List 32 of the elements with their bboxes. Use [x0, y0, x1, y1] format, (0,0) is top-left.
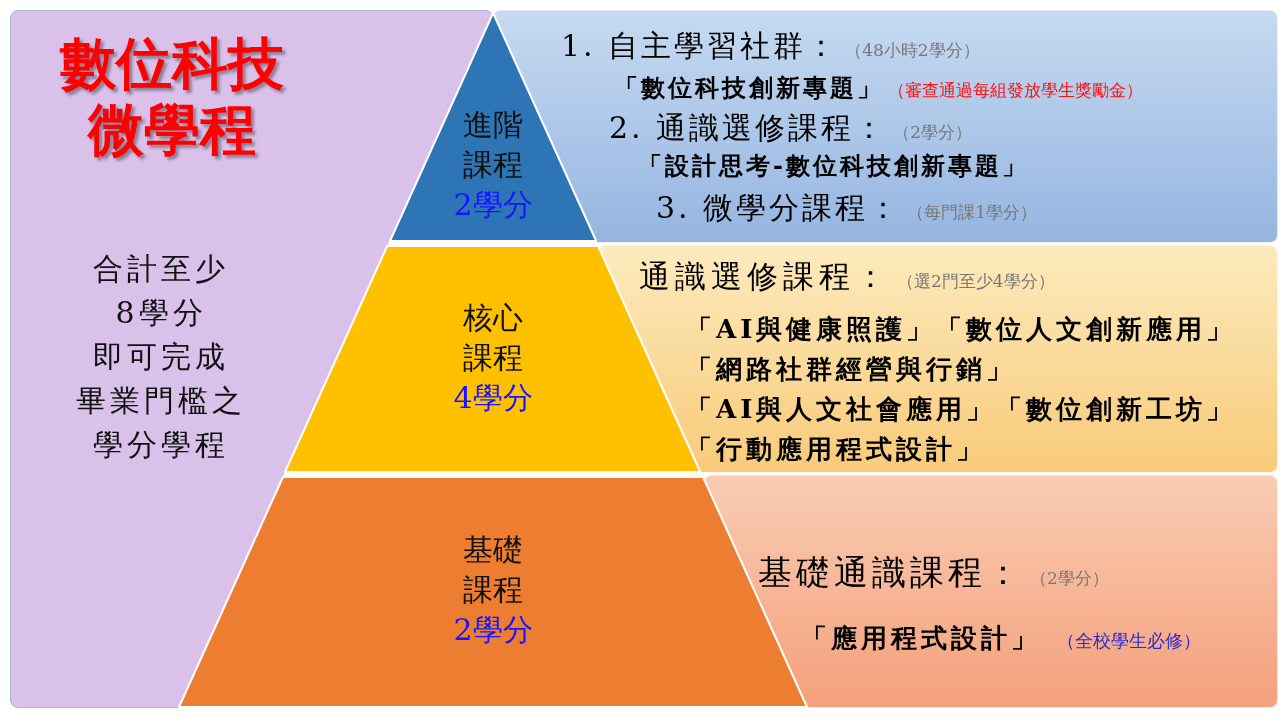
tier-name: 核心課程: [462, 299, 524, 377]
course-name: 「應用程式設計」: [801, 623, 1041, 653]
credit-note: （選2門至少4學分）: [897, 271, 1055, 291]
pyramid-tier: [388, 12, 598, 242]
note-text: （審查通過每組發放學生獎勵金）: [888, 80, 1143, 100]
course-name: 「數位科技創新專題」: [614, 73, 884, 102]
course-name: 「行動應用程式設計」: [686, 434, 986, 464]
tier-credits: 2學分: [453, 186, 533, 224]
category-heading: 通識選修課程：: [639, 258, 891, 294]
course-name: 「網路社群經營與行銷」: [686, 354, 1016, 384]
category-heading: 1. 自主學習社群：: [561, 28, 840, 63]
tier-credits: 2學分: [453, 611, 533, 649]
credit-note: （2學分）: [1030, 568, 1109, 588]
category-heading: 2. 通識選修課程：: [609, 110, 888, 145]
note-text: （全校學生必修）: [1057, 630, 1201, 651]
credit-note: （每門課1學分）: [907, 202, 1037, 222]
course-name: 「設計思考-數位科技創新專題」: [638, 151, 1029, 180]
course-panel: [702, 475, 1278, 708]
summary-text: 合計至少8學分即可完成畢業門檻之學分學程: [76, 250, 246, 464]
title: 數位科技微學程: [58, 30, 285, 162]
course-name: 「AI與健康照護」: [686, 314, 937, 344]
course-name: 「數位創新工坊」: [996, 394, 1237, 424]
tier-credits: 4學分: [453, 379, 533, 417]
course-panel: [598, 245, 1278, 473]
tier-name: 基礎課程: [462, 531, 524, 609]
course-name: 「數位人文創新應用」: [936, 314, 1237, 344]
category-heading: 3. 微學分課程：: [656, 190, 902, 225]
course-name: 「AI與人文社會應用」: [686, 394, 997, 424]
credit-note: （48小時2學分）: [845, 40, 980, 60]
tier-name: 進階課程: [462, 106, 524, 184]
credit-note: （2學分）: [893, 122, 972, 142]
category-heading: 基礎通識課程：: [758, 552, 1024, 592]
